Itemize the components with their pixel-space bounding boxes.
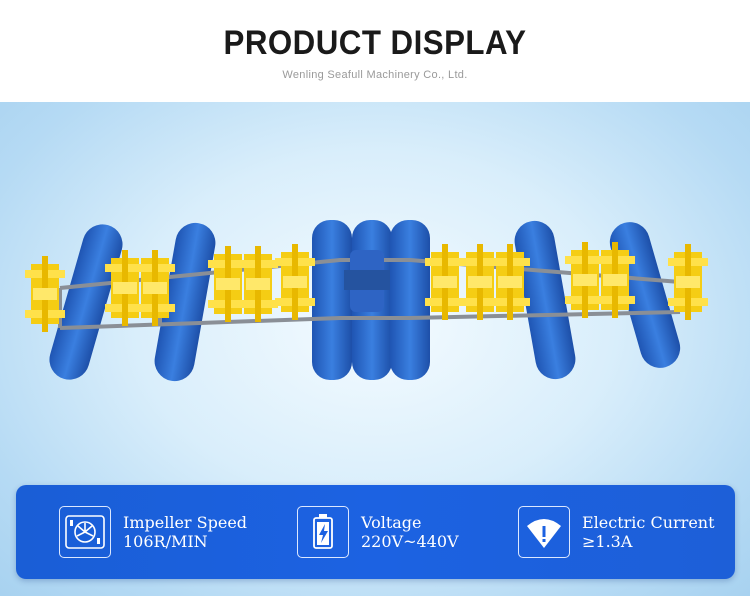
page-title: PRODUCT DISPLAY — [223, 24, 527, 62]
paddlewheel-aerator-image — [25, 220, 708, 382]
spec-label: Impeller Speed — [123, 513, 248, 532]
impeller-icon — [59, 506, 111, 558]
page-header: PRODUCT DISPLAY Wenling Seafull Machiner… — [0, 0, 750, 102]
battery-bolt-icon — [297, 506, 349, 558]
spec-voltage: Voltage 220V~440V — [297, 485, 459, 579]
spec-impeller-speed: Impeller Speed 106R/MIN — [59, 485, 247, 579]
company-subtitle: Wenling Seafull Machinery Co., Ltd. — [282, 69, 468, 81]
spec-value: 220V~440V — [361, 532, 459, 551]
spec-value: 106R/MIN — [123, 532, 208, 551]
motor-gearbox — [344, 250, 390, 312]
spec-bar: Impeller Speed 106R/MIN Voltage 220V~440… — [16, 485, 735, 579]
spec-electric-current: Electric Current ≥1.3A — [518, 485, 715, 579]
signal-warning-icon — [518, 506, 570, 558]
spec-label: Electric Current — [582, 513, 715, 532]
spec-label: Voltage — [361, 513, 422, 532]
spec-value: ≥1.3A — [582, 532, 633, 551]
